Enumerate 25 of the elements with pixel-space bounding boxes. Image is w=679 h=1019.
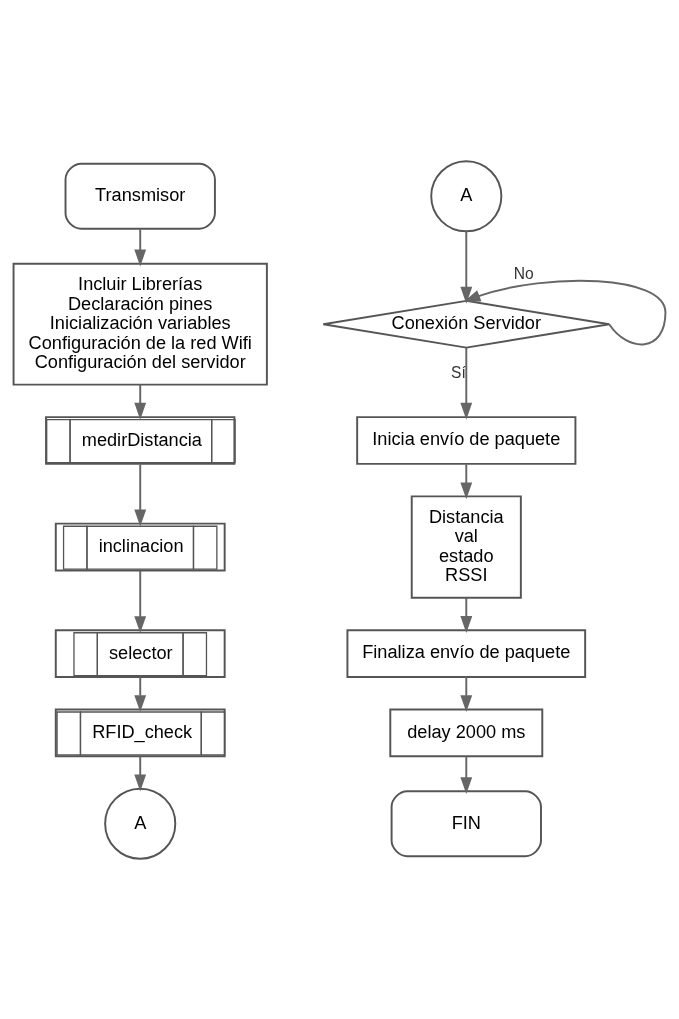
arrow <box>463 279 667 345</box>
node-circle: A <box>104 787 177 860</box>
arrow <box>134 227 147 266</box>
node-box: Distancia val estado RSSI <box>410 494 522 599</box>
arrow <box>460 230 473 304</box>
arrow <box>134 462 147 527</box>
arrow <box>134 383 147 420</box>
arrow <box>460 596 473 633</box>
arrow <box>460 462 473 499</box>
edge-label: No <box>513 264 534 282</box>
node-diamond: Conexión Servidor <box>322 299 611 349</box>
node-box: FIN <box>390 789 542 857</box>
node-box: Inicia envío de paquete <box>356 415 577 465</box>
arrow <box>460 754 473 794</box>
arrow <box>134 675 147 712</box>
arrow <box>134 754 147 791</box>
node-box: Finaliza envío de paquete <box>346 628 587 678</box>
edge-label: Sí <box>451 363 466 381</box>
arrow <box>460 346 473 420</box>
node-box: delay 2000 ms <box>389 707 544 757</box>
node-box: Incluir Librerías Declaración pines Inicialización variables Configuración de la red Wifi Configuración del servidor <box>12 262 268 386</box>
node-circle: A <box>430 159 503 232</box>
arrow <box>134 569 147 633</box>
node-box: Transmisor <box>64 162 216 230</box>
arrow <box>460 675 473 712</box>
